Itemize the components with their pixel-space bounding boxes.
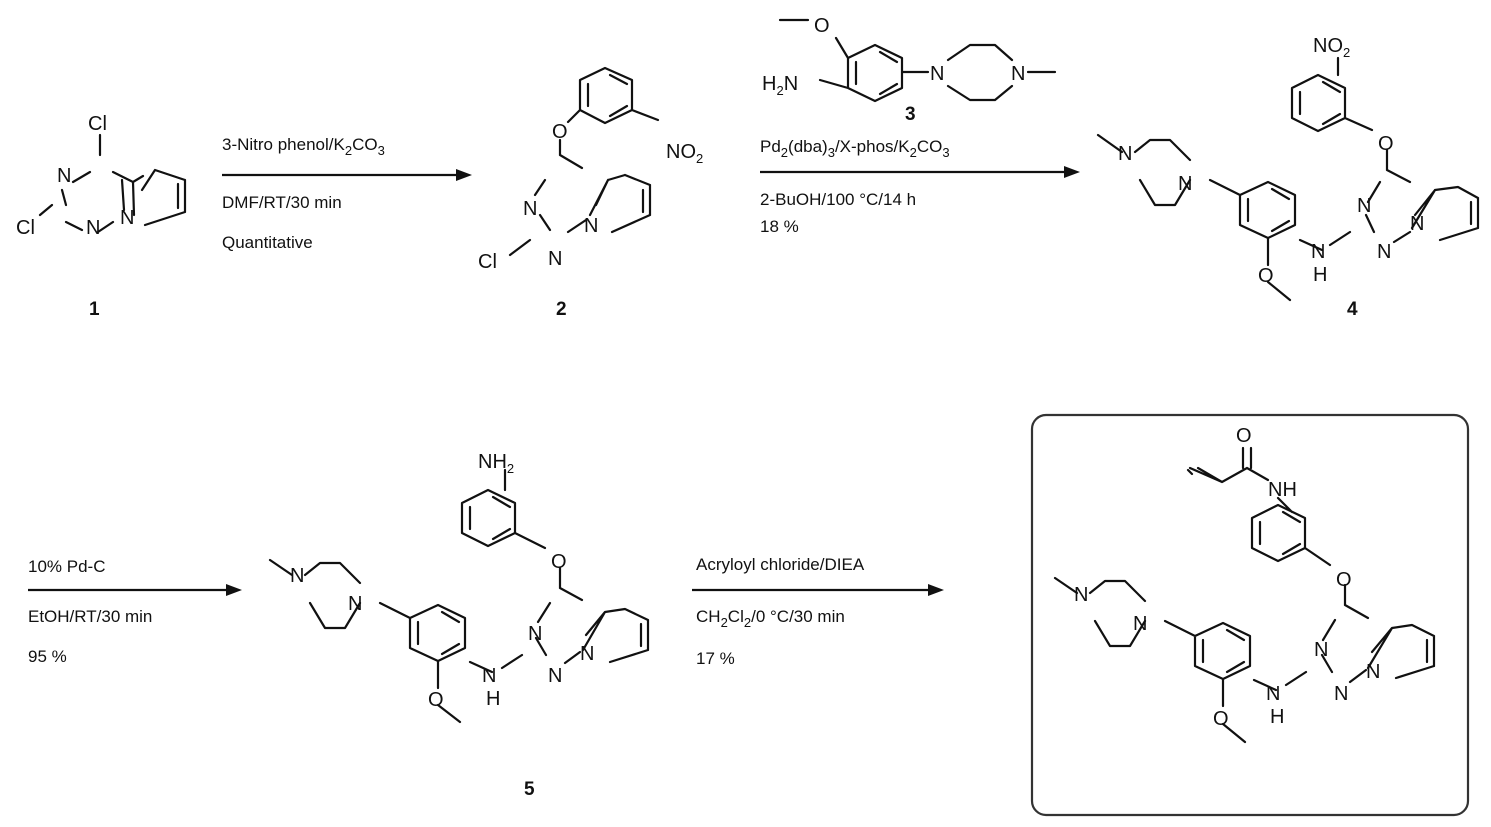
- step3-reagents: 10% Pd-C: [28, 557, 105, 576]
- compound-1-structure: Cl N Cl N N 1: [16, 113, 185, 320]
- atom-o: O: [428, 689, 444, 711]
- step4-yield: 17 %: [696, 649, 735, 668]
- compound-4-structure: NO2 O N N N N H O N N 4: [1098, 35, 1478, 320]
- atom-cl: Cl: [478, 251, 497, 273]
- compound-2-structure: O NO2 N N N Cl 2: [478, 68, 703, 320]
- atom-h2n: H2N: [762, 73, 798, 98]
- atom-n: N: [930, 63, 944, 85]
- compound-label-2: 2: [556, 299, 567, 320]
- reaction-arrow-3: 10% Pd-C EtOH/RT/30 min 95 %: [28, 557, 242, 666]
- atom-n: N: [1266, 683, 1280, 705]
- compound-5-structure: NH2 O N N N N H O N N 5: [270, 451, 648, 800]
- atom-n: N: [1366, 661, 1380, 683]
- step3-yield: 95 %: [28, 647, 67, 666]
- atom-cl: Cl: [88, 113, 107, 135]
- compound-label-5: 5: [524, 779, 535, 800]
- step4-conditions: CH2Cl2/0 °C/30 min: [696, 607, 845, 630]
- atom-cl: Cl: [16, 217, 35, 239]
- atom-n: N: [1133, 613, 1147, 635]
- step1-conditions: DMF/RT/30 min: [222, 193, 342, 212]
- atom-n: N: [523, 198, 537, 220]
- atom-n: N: [482, 665, 496, 687]
- compound-label-4: 4: [1347, 299, 1358, 320]
- atom-o: O: [814, 15, 830, 37]
- reaction-arrow-1: 3-Nitro phenol/K2CO3 DMF/RT/30 min Quant…: [222, 135, 472, 252]
- compound-label-1: 1: [89, 299, 100, 320]
- atom-o: O: [552, 121, 568, 143]
- atom-n: N: [348, 593, 362, 615]
- step2-reagents: Pd2(dba)3/X-phos/K2CO3: [760, 137, 950, 160]
- atom-n: N: [1074, 584, 1088, 606]
- atom-n: N: [1178, 173, 1192, 195]
- atom-o: O: [1378, 133, 1394, 155]
- atom-n: N: [1314, 639, 1328, 661]
- atom-n: N: [1410, 213, 1424, 235]
- atom-h: H: [1270, 706, 1284, 728]
- atom-n: N: [290, 565, 304, 587]
- step4-reagents: Acryloyl chloride/DIEA: [696, 555, 865, 574]
- atom-h: H: [486, 688, 500, 710]
- atom-n: N: [548, 248, 562, 270]
- atom-n: N: [528, 623, 542, 645]
- atom-no2: NO2: [666, 141, 703, 166]
- compound-label-3: 3: [905, 104, 916, 125]
- final-product-structure: O NH O N N N N H O N N: [1032, 415, 1468, 815]
- reaction-arrow-2: O H2N N N 3 Pd2(dba)3/X-phos/K2CO3 2-BuO…: [760, 15, 1080, 236]
- atom-n: N: [1311, 241, 1325, 263]
- step2-conditions: 2-BuOH/100 °C/14 h: [760, 190, 916, 209]
- atom-n: N: [1011, 63, 1025, 85]
- atom-o: O: [1236, 425, 1252, 447]
- atom-o: O: [1213, 708, 1229, 730]
- step3-conditions: EtOH/RT/30 min: [28, 607, 152, 626]
- atom-nh2: NH2: [478, 451, 514, 476]
- step1-reagents: 3-Nitro phenol/K2CO3: [222, 135, 385, 158]
- step2-yield: 18 %: [760, 217, 799, 236]
- atom-n: N: [580, 643, 594, 665]
- product-box: [1032, 415, 1468, 815]
- atom-nh: NH: [1268, 479, 1297, 501]
- atom-n: N: [120, 207, 134, 229]
- atom-n: N: [86, 217, 100, 239]
- reaction-arrow-4: Acryloyl chloride/DIEA CH2Cl2/0 °C/30 mi…: [692, 555, 944, 668]
- atom-n: N: [1118, 143, 1132, 165]
- atom-o: O: [1258, 265, 1274, 287]
- atom-no2: NO2: [1313, 35, 1350, 60]
- atom-n: N: [57, 165, 71, 187]
- atom-h: H: [1313, 264, 1327, 286]
- atom-n: N: [1377, 241, 1391, 263]
- atom-n: N: [548, 665, 562, 687]
- atom-n: N: [1357, 195, 1371, 217]
- atom-o: O: [1336, 569, 1352, 591]
- step1-yield: Quantitative: [222, 233, 313, 252]
- atom-n: N: [584, 215, 598, 237]
- atom-o: O: [551, 551, 567, 573]
- atom-n: N: [1334, 683, 1348, 705]
